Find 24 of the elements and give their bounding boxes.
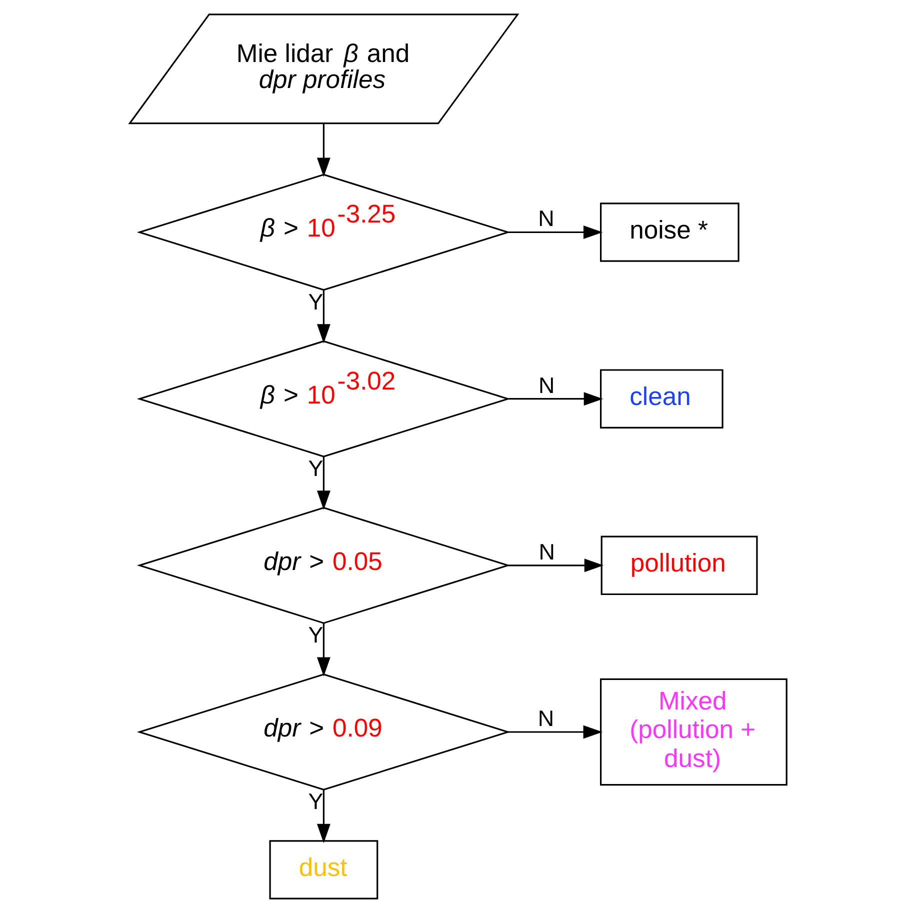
node-diamond: dpr > 0.09 — [136, 674, 511, 790]
arrow — [316, 290, 330, 344]
arrow — [508, 226, 603, 239]
arrow — [316, 623, 330, 676]
node-box: dust — [269, 840, 378, 900]
node-box: clean — [600, 369, 724, 428]
arrow — [316, 123, 330, 177]
arrow — [508, 725, 603, 739]
arrow — [316, 456, 330, 510]
node-diamond: dpr > 0.05 — [136, 506, 511, 624]
arrow — [508, 558, 604, 572]
node-box: noise * — [600, 202, 740, 262]
edge-label: N — [538, 206, 554, 232]
arrow — [316, 790, 330, 844]
edge-label: Y — [308, 289, 324, 314]
edge-label: Y — [308, 622, 324, 648]
node-box: Mixed (pollution + dust) — [600, 678, 788, 786]
edge-label: N — [538, 539, 555, 564]
edge-label: Y — [308, 456, 324, 481]
edge-label: N — [538, 372, 555, 398]
edge-label: N — [538, 706, 554, 731]
node-box: pollution — [600, 536, 758, 596]
arrow — [508, 392, 604, 406]
edge-label: Y — [308, 788, 324, 814]
